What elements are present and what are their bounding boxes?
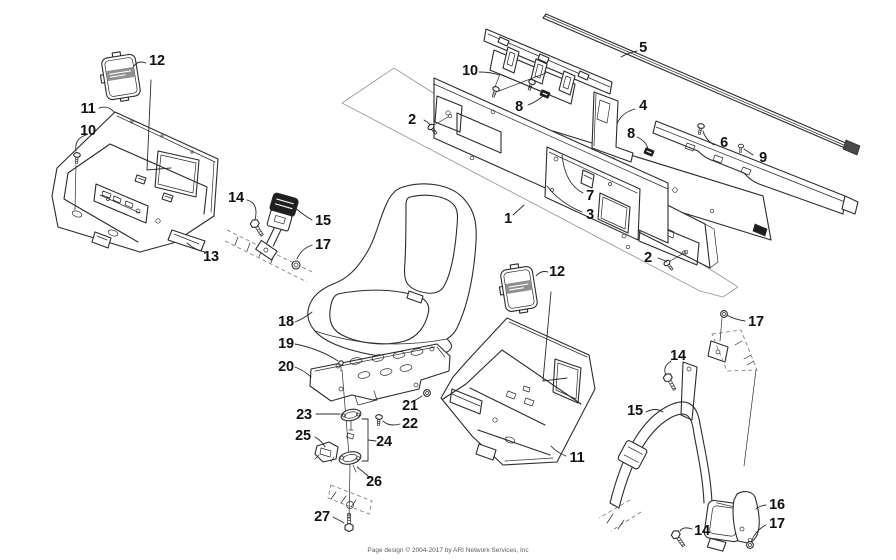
part-callout-17[interactable]: 17 xyxy=(315,236,331,253)
cover-part12-left xyxy=(99,51,141,102)
screws-part10 xyxy=(489,72,547,99)
part-callout-2[interactable]: 2 xyxy=(644,249,652,266)
plate-part23 xyxy=(340,408,362,422)
part-callout-11[interactable]: 11 xyxy=(569,449,585,466)
screw-part2-right xyxy=(662,249,689,273)
cover-part12-right xyxy=(498,263,538,314)
part-callout-20[interactable]: 20 xyxy=(278,358,294,375)
part-callout-14[interactable]: 14 xyxy=(694,522,710,539)
screw-part10-tray xyxy=(72,151,81,211)
part-callout-15[interactable]: 15 xyxy=(627,402,643,419)
part-callout-17[interactable]: 17 xyxy=(769,515,785,532)
part-callout-1[interactable]: 1 xyxy=(504,210,512,227)
part-callout-12[interactable]: 12 xyxy=(549,263,565,280)
tray-inner-components xyxy=(93,183,149,224)
seat-base-tray-left-part11 xyxy=(51,111,219,253)
part-callout-17[interactable]: 17 xyxy=(748,313,764,330)
part-callout-18[interactable]: 18 xyxy=(278,313,294,330)
part-callout-23[interactable]: 23 xyxy=(296,406,312,423)
pin-part19 xyxy=(338,360,344,372)
part-callout-12[interactable]: 12 xyxy=(149,52,165,69)
part-callout-15[interactable]: 15 xyxy=(315,212,331,229)
belt-slider-buckle xyxy=(617,440,648,470)
part-callout-10[interactable]: 10 xyxy=(462,62,478,79)
seat-mount-plate-part19-20 xyxy=(309,343,451,520)
part-callout-13[interactable]: 13 xyxy=(203,248,219,265)
part-callout-4[interactable]: 4 xyxy=(639,97,647,114)
part-callout-11[interactable]: 11 xyxy=(80,100,96,117)
part-callout-6[interactable]: 6 xyxy=(720,134,728,151)
ghost-mount-bracket xyxy=(327,484,373,515)
seatbelt-assembly-cluster xyxy=(598,310,760,552)
pivot-hardware-parts23-27 xyxy=(314,408,373,533)
upper-flange-panel xyxy=(483,28,613,105)
part-callout-16[interactable]: 16 xyxy=(769,496,785,513)
part-callout-26[interactable]: 26 xyxy=(366,473,382,490)
cover-warning-label xyxy=(505,280,533,294)
door-panel-part3 xyxy=(544,146,641,241)
cover-warning-label xyxy=(105,66,136,82)
buckle-part15 xyxy=(255,192,299,261)
part-callout-9[interactable]: 9 xyxy=(759,149,767,166)
part-callout-8[interactable]: 8 xyxy=(515,98,523,115)
clamp-part25 xyxy=(314,441,339,463)
tall-bracket xyxy=(591,91,634,163)
part-callout-19[interactable]: 19 xyxy=(278,335,294,352)
part-callout-2[interactable]: 2 xyxy=(408,111,416,128)
part-callout-25[interactable]: 25 xyxy=(295,427,311,444)
seatbelt-buckle-cluster xyxy=(224,192,313,283)
weatherstrip-part5 xyxy=(542,13,861,156)
part-callout-3[interactable]: 3 xyxy=(586,206,594,223)
footer-credit: Page design © 2004-2017 by ARI Network S… xyxy=(367,547,529,554)
part-callout-14[interactable]: 14 xyxy=(670,347,686,364)
seat-part18 xyxy=(307,183,477,360)
part-callout-5[interactable]: 5 xyxy=(639,39,647,56)
part-callout-8[interactable]: 8 xyxy=(627,125,635,142)
rail-part4 xyxy=(652,120,859,215)
seat-base-tray-right-part11 xyxy=(440,317,596,466)
part-callout-10[interactable]: 10 xyxy=(80,122,96,139)
part-callout-21[interactable]: 21 xyxy=(402,397,418,414)
part-callout-24[interactable]: 24 xyxy=(376,433,392,450)
part-callout-27[interactable]: 27 xyxy=(314,508,330,525)
upper-anchor-bracket xyxy=(707,310,758,467)
part-callout-14[interactable]: 14 xyxy=(228,189,244,206)
part-callout-22[interactable]: 22 xyxy=(402,415,418,432)
part-callout-7[interactable]: 7 xyxy=(586,187,594,204)
screw-part2-left xyxy=(426,113,453,137)
callout-leader-lines xyxy=(75,50,767,541)
rear-panel-assembly xyxy=(426,13,861,273)
belt-anchor-link xyxy=(680,361,698,421)
plate-part26 xyxy=(338,451,362,465)
